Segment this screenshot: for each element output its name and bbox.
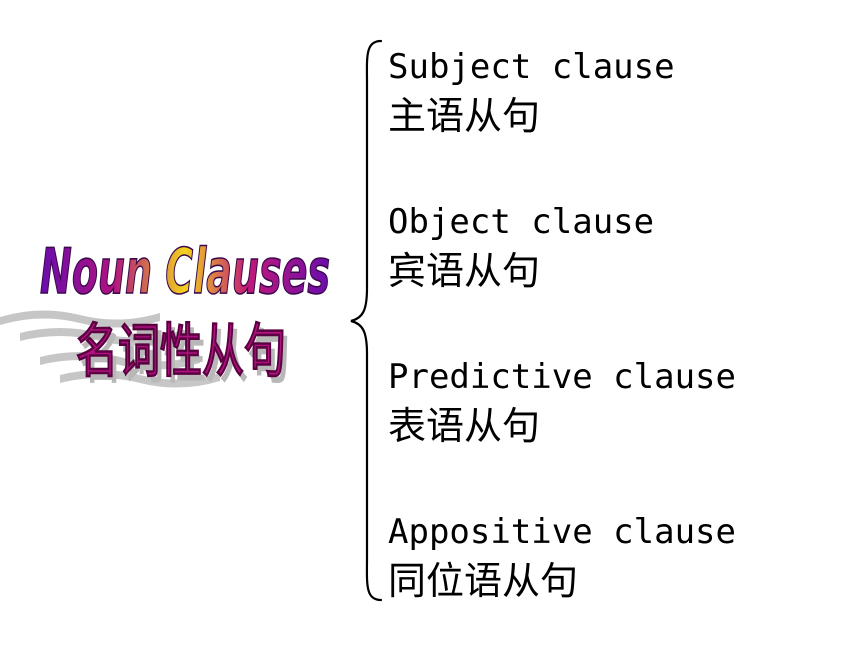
- clause-chinese: 同位语从句: [388, 559, 579, 603]
- clause-english: Object clause: [388, 202, 655, 242]
- title-wordart: Noun Clauses: [38, 225, 338, 320]
- title-english: Noun Clauses: [40, 235, 330, 308]
- clause-item-predictive: Predictive clause 表语从句: [388, 354, 848, 464]
- curly-brace: [350, 39, 383, 602]
- title-wordart-svg: Noun Clauses: [39, 234, 331, 309]
- title-chinese: 名词性从句: [76, 317, 286, 385]
- subtitle-wordart: 名词性从句 名词性从句: [0, 295, 320, 400]
- clause-item-subject: Subject clause 主语从句: [388, 44, 848, 154]
- motion-streaks: [0, 310, 220, 388]
- clause-chinese: 主语从句: [388, 94, 541, 138]
- clause-english: Subject clause: [388, 47, 675, 87]
- clause-english: Appositive clause: [388, 512, 736, 552]
- clause-chinese: 表语从句: [388, 404, 541, 448]
- clause-chinese: 宾语从句: [388, 249, 541, 293]
- subtitle-wordart-svg: 名词性从句 名词性从句: [0, 310, 290, 391]
- clause-item-object: Object clause 宾语从句: [388, 199, 848, 309]
- clause-list: Subject clause 主语从句 Object clause 宾语从句 P…: [388, 44, 848, 604]
- title-chinese-shadow: 名词性从句: [80, 323, 290, 391]
- title-block: Noun Clauses 名词性从句 名词性从句: [0, 215, 340, 405]
- clause-item-appositive: Appositive clause 同位语从句: [388, 509, 848, 619]
- clause-english: Predictive clause: [388, 357, 736, 397]
